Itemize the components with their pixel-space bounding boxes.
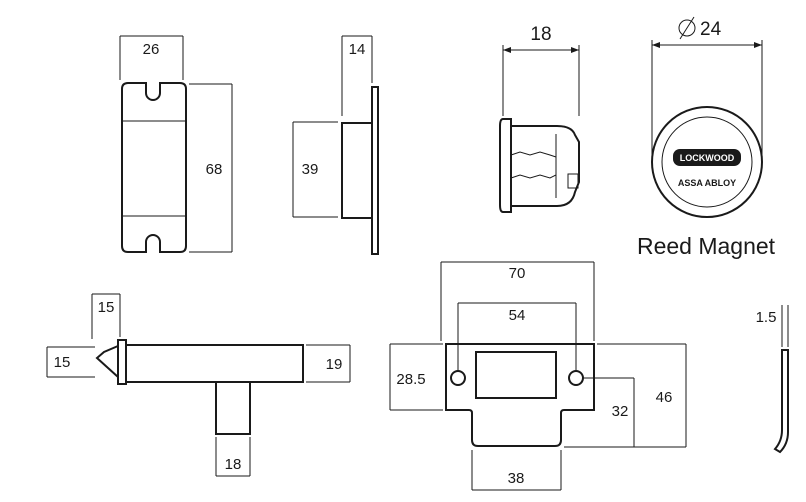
reed-magnet-side-view: 18 <box>499 24 580 213</box>
dim-bolt-body: 19 <box>326 356 343 373</box>
latch-bolt-view: 15 15 19 18 <box>46 293 351 477</box>
magnet-caption: Reed Magnet <box>637 233 776 259</box>
dim-magnet-depth: 18 <box>530 24 551 45</box>
dim-bolt-head-width: 15 <box>54 354 71 371</box>
dim-strike-height: 68 <box>206 161 223 178</box>
dim-strike-side-width: 14 <box>349 41 366 58</box>
faceplate-view: 70 54 28.5 32 46 38 <box>389 261 687 491</box>
dim-faceplate-tongue-width: 38 <box>508 470 525 487</box>
dim-bolt-stem: 18 <box>225 456 242 473</box>
dim-bolt-head-height: 15 <box>98 299 115 316</box>
dim-faceplate-lower-height: 32 <box>612 403 629 420</box>
strike-plate-front-view: 26 68 <box>119 35 233 253</box>
dim-faceplate-thickness: 1.5 <box>756 309 777 326</box>
dim-faceplate-hole-spacing: 54 <box>509 307 526 324</box>
diameter-symbol-icon <box>678 19 696 37</box>
dim-faceplate-total-height: 46 <box>656 389 673 406</box>
faceplate-side-view: 1.5 <box>756 305 789 454</box>
dim-faceplate-height: 28.5 <box>396 371 425 388</box>
reed-magnet-face-view: LOCKWOOD ASSA ABLOY 24 Reed Magnet <box>637 16 776 259</box>
dim-faceplate-width: 70 <box>509 265 526 282</box>
dim-strike-side-height: 39 <box>302 161 319 178</box>
dim-magnet-diameter: 24 <box>700 19 722 40</box>
magnet-logo-top: LOCKWOOD <box>680 153 735 163</box>
magnet-logo-bottom: ASSA ABLOY <box>678 178 736 188</box>
dim-strike-width: 26 <box>143 41 160 58</box>
strike-plate-side-view: 14 39 <box>292 35 379 255</box>
